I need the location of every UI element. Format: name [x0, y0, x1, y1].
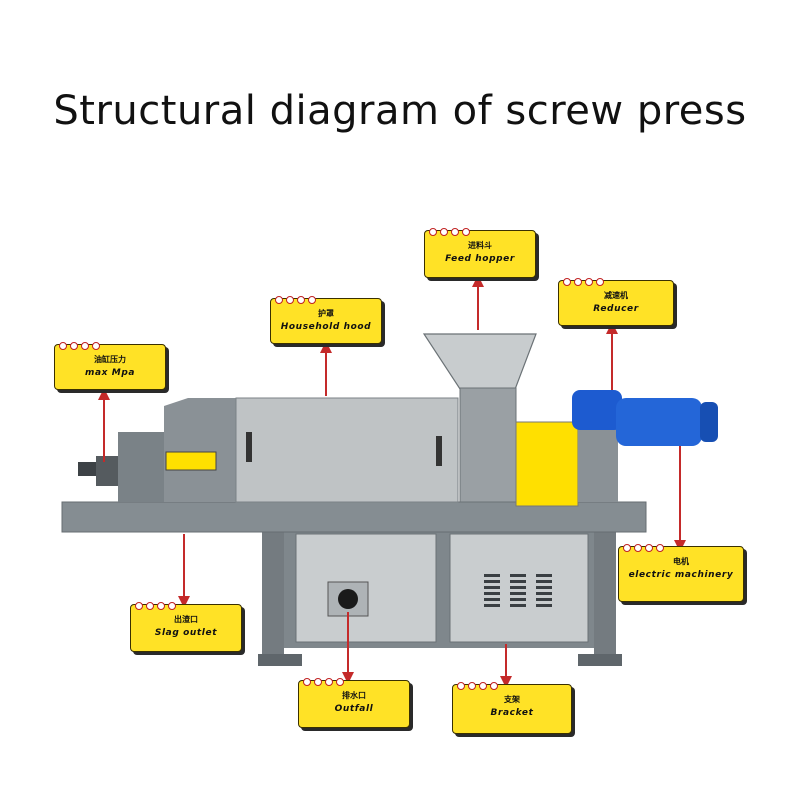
vent-louvres: [484, 574, 552, 607]
main-housing-frame: [164, 398, 236, 502]
label-max-mpa-en: max Mpa: [84, 368, 136, 378]
motor-body: [616, 398, 702, 446]
label-slag-outlet-en: Slag outlet: [154, 628, 218, 638]
label-feed-hopper-en: Feed hopper: [445, 254, 515, 264]
label-reducer-en: Reducer: [593, 304, 639, 314]
label-electric-machinery-zh: 电机: [673, 557, 689, 566]
label-electric-machinery-en: electric machinery: [628, 570, 734, 580]
label-bracket: 支架 Bracket: [452, 682, 572, 734]
label-reducer-zh: 减速机: [604, 291, 628, 300]
label-outfall: 排水口 Outfall: [298, 678, 410, 728]
cylinder-block: [96, 456, 118, 486]
label-max-mpa: 油缸压力 max Mpa: [54, 342, 166, 390]
feed-chute: [459, 387, 517, 503]
cylinder-frame: [118, 432, 164, 502]
reducer-body: [572, 390, 622, 430]
leg-right: [594, 528, 616, 664]
label-household-hood: 护罩 Household hood: [270, 296, 382, 344]
label-feed-hopper-zh: 进料斗: [468, 241, 492, 250]
label-household-hood-zh: 护罩: [318, 309, 334, 318]
leg-left: [262, 528, 284, 664]
motor-endcap: [700, 402, 718, 442]
foot-left: [258, 654, 302, 666]
label-bracket-zh: 支架: [504, 695, 520, 704]
label-slag-outlet-zh: 出渣口: [174, 615, 198, 624]
household-hood: [235, 397, 459, 503]
label-outfall-en: Outfall: [334, 704, 374, 714]
feed-hopper: [422, 333, 537, 393]
reducer-support: [578, 418, 618, 502]
hood-handle-left: [246, 432, 252, 462]
label-reducer: 减速机 Reducer: [558, 278, 674, 326]
label-slag-outlet: 出渣口 Slag outlet: [130, 602, 242, 652]
coupling-guard: [515, 421, 579, 507]
diagram-title: Structural diagram of screw press: [53, 88, 747, 134]
outfall-hole: [338, 589, 358, 609]
label-feed-hopper: 进料斗 Feed hopper: [424, 228, 536, 278]
hood-handle-right: [436, 436, 442, 466]
label-bracket-en: Bracket: [490, 708, 534, 718]
label-electric-machinery: 电机 electric machinery: [618, 544, 744, 602]
yellow-handle: [165, 451, 217, 471]
base-beam: [61, 501, 647, 533]
label-max-mpa-zh: 油缸压力: [94, 355, 126, 364]
label-household-hood-en: Household hood: [280, 322, 372, 332]
label-outfall-zh: 排水口: [342, 691, 366, 700]
foot-right: [578, 654, 622, 666]
